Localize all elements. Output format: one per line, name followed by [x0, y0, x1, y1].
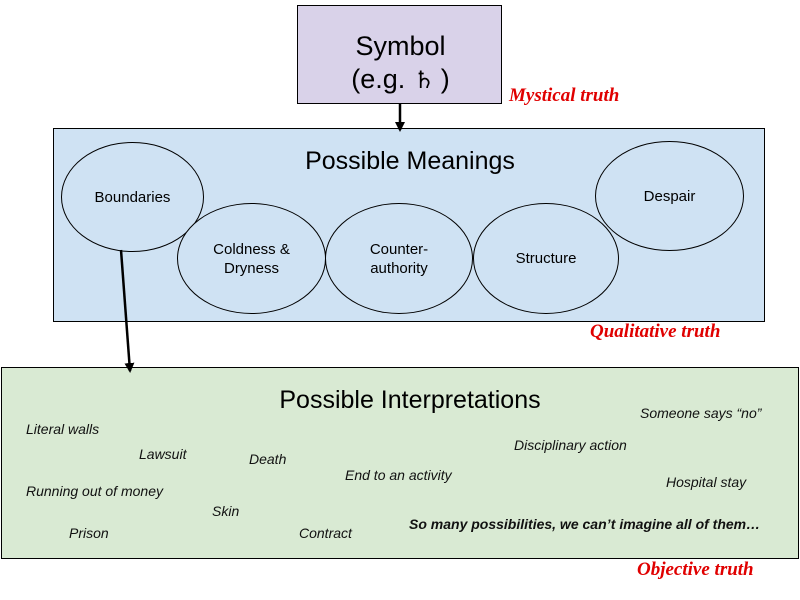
interpretation-item: End to an activity	[345, 467, 452, 483]
meaning-label: authority	[370, 259, 428, 277]
meaning-ellipse-coldness-dryness: Coldness & Dryness	[177, 203, 326, 314]
boundaries-to-interpretations-arrow	[119, 249, 135, 373]
symbol-title: Symbol	[355, 31, 446, 61]
saturn-glyph-icon: ♄	[413, 66, 435, 94]
interpretation-item: Someone says “no”	[640, 405, 762, 421]
interpretation-item: Disciplinary action	[514, 437, 627, 453]
interpretation-item: Death	[249, 451, 287, 467]
symbol-box: Symbol (e.g. ♄ )	[297, 5, 502, 104]
meaning-label: Structure	[515, 250, 577, 267]
symbol-example-prefix: (e.g.	[351, 64, 406, 94]
meaning-ellipse-structure: Structure	[473, 203, 619, 314]
qualitative-truth-label: Qualitative truth	[590, 321, 721, 342]
interpretation-item-emphasis: So many possibilities, we can’t imagine …	[409, 516, 761, 532]
meaning-ellipse-boundaries: Boundaries	[61, 142, 204, 252]
interpretations-title: Possible Interpretations	[279, 386, 541, 414]
meaning-label: Boundaries	[94, 188, 171, 206]
interpretation-item: Running out of money	[26, 483, 163, 499]
mystical-truth-label: Mystical truth	[509, 85, 620, 106]
meaning-label: Despair	[643, 187, 696, 205]
symbol-example: (e.g. ♄ )	[298, 63, 503, 97]
objective-truth-label: Objective truth	[637, 559, 754, 580]
interpretation-item: Skin	[212, 503, 240, 519]
meaning-label: Coldness &	[213, 240, 290, 258]
interpretations-box: Possible Interpretations	[1, 367, 799, 559]
meaning-ellipse-counter-authority: Counter- authority	[325, 203, 473, 314]
meaning-ellipse-despair: Despair	[595, 141, 744, 251]
symbol-example-suffix: )	[440, 64, 450, 94]
interpretation-item: Hospital stay	[666, 474, 747, 490]
interpretation-item: Prison	[69, 525, 109, 541]
interpretation-item: Contract	[299, 525, 352, 541]
interpretation-item: Literal walls	[26, 421, 100, 437]
meaning-label: Dryness	[223, 259, 279, 277]
meaning-label: Counter-	[369, 240, 429, 258]
interpretation-item: Lawsuit	[139, 446, 187, 462]
meanings-title: Possible Meanings	[305, 147, 515, 175]
